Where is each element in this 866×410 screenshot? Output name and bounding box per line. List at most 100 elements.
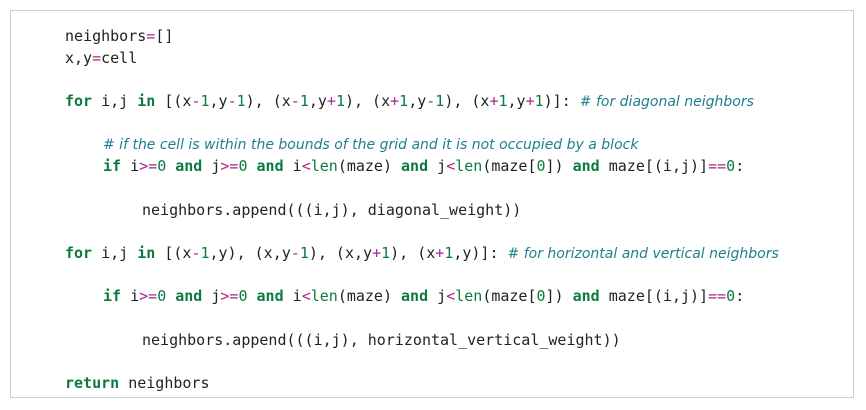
code-operator: + [435, 244, 445, 262]
code-number: 0 [238, 287, 248, 305]
code-text [166, 287, 175, 305]
keyword-and: and [256, 157, 284, 175]
code-operator: >= [220, 287, 239, 305]
code-number: 0 [726, 287, 736, 305]
code-line-1: neighbors=[] [65, 25, 173, 47]
code-text: ,y [507, 92, 526, 110]
code-operator: >= [139, 157, 158, 175]
code-text: ]) [545, 287, 573, 305]
code-operator: = [92, 49, 102, 67]
code-text [166, 157, 175, 175]
code-operator: >= [220, 157, 239, 175]
code-operator: == [708, 287, 727, 305]
code-block: neighbors=[] x,y=cell for i,j in [(x-1,y… [10, 10, 854, 398]
code-number: 0 [536, 287, 546, 305]
code-operator: - [191, 244, 201, 262]
keyword-and: and [401, 287, 429, 305]
code-number: 1 [444, 244, 454, 262]
code-text: [] [155, 27, 174, 45]
code-text: )]: [543, 92, 580, 110]
code-line-4: # if the cell is within the bounds of th… [103, 133, 638, 156]
keyword-and: and [175, 287, 203, 305]
code-number: 0 [726, 157, 736, 175]
code-number: 1 [299, 244, 309, 262]
code-line-3: for i,j in [(x-1,y-1), (x-1,y+1), (x+1,y… [65, 90, 754, 113]
keyword-and: and [256, 287, 284, 305]
code-text: x,y [65, 49, 93, 67]
code-text: ), (x [344, 92, 391, 110]
code-text: neighbors.append(((i,j), horizontal_vert… [142, 331, 621, 349]
code-text: ), (x [245, 92, 291, 110]
code-comment: # for horizontal and vertical neighbors [507, 246, 779, 262]
code-number: 1 [435, 92, 445, 110]
code-text: neighbors [119, 374, 210, 392]
code-operator: - [290, 92, 300, 110]
code-comment: # if the cell is within the bounds of th… [103, 137, 639, 153]
code-number: 0 [238, 157, 248, 175]
keyword-if: if [103, 287, 122, 305]
code-text: j [202, 287, 221, 305]
keyword-for: for [65, 92, 93, 110]
code-builtin: len [455, 287, 483, 305]
code-operator: - [227, 92, 237, 110]
code-number: 1 [399, 92, 409, 110]
code-text: j [428, 157, 447, 175]
code-text: i,j [92, 244, 138, 262]
code-text: ,y)]: [453, 244, 508, 262]
code-number: 1 [335, 92, 345, 110]
code-text: ), (x [390, 244, 436, 262]
code-number: 1 [498, 92, 508, 110]
code-text: ,y), (x,y [209, 244, 291, 262]
code-text: j [428, 287, 447, 305]
code-number: 0 [157, 157, 167, 175]
keyword-in: in [137, 244, 156, 262]
code-builtin: len [310, 287, 338, 305]
code-text: i [121, 157, 140, 175]
code-text: [(x [155, 92, 192, 110]
code-operator: - [290, 244, 300, 262]
code-text: i [283, 157, 302, 175]
code-line-5: if i>=0 and j>=0 and i<len(maze) and j<l… [103, 155, 744, 177]
code-number: 1 [299, 92, 309, 110]
code-line-9: neighbors.append(((i,j), horizontal_vert… [142, 329, 621, 351]
keyword-and: and [175, 157, 203, 175]
code-operator: + [525, 92, 535, 110]
keyword-return: return [65, 374, 120, 392]
code-text: [(x [155, 244, 192, 262]
code-text: cell [101, 49, 138, 67]
code-operator: < [446, 157, 456, 175]
code-operator: = [146, 27, 156, 45]
code-text: ,y [209, 92, 228, 110]
code-text [248, 287, 257, 305]
code-text: neighbors [65, 27, 147, 45]
keyword-and: and [572, 287, 600, 305]
code-operator: + [390, 92, 400, 110]
code-operator: >= [139, 287, 158, 305]
code-text: (maze) [337, 157, 402, 175]
code-text: i,j [92, 92, 138, 110]
code-operator: - [426, 92, 436, 110]
code-builtin: len [455, 157, 483, 175]
keyword-and: and [572, 157, 600, 175]
code-text: i [121, 287, 140, 305]
code-number: 1 [200, 244, 210, 262]
keyword-if: if [103, 157, 122, 175]
code-text: j [202, 157, 221, 175]
code-builtin: len [310, 157, 338, 175]
code-number: 1 [381, 244, 391, 262]
code-operator: + [489, 92, 499, 110]
code-text [248, 157, 257, 175]
code-text: : [735, 157, 745, 175]
code-text: ), (x [444, 92, 490, 110]
code-text: maze[(i,j)] [599, 287, 709, 305]
code-line-10: return neighbors [65, 372, 210, 394]
code-text: ), (x,y [308, 244, 373, 262]
code-text: : [735, 287, 745, 305]
code-text: ,y [408, 92, 427, 110]
code-text: (maze[ [482, 287, 537, 305]
code-text: i [283, 287, 302, 305]
keyword-and: and [401, 157, 429, 175]
code-operator: - [191, 92, 201, 110]
code-text: maze[(i,j)] [599, 157, 709, 175]
code-operator: < [301, 157, 311, 175]
